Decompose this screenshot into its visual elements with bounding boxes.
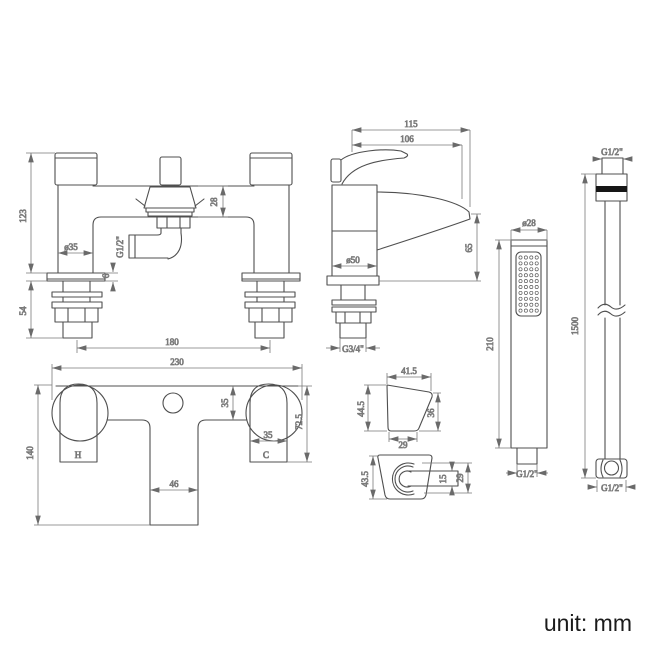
dim-spout-height: 65 (464, 243, 474, 253)
dim-spout-projection: 106 (400, 134, 414, 144)
mixer-plan-dims: 230 140 35 72.5 35 46 H C (25, 357, 312, 526)
dim-body-depth: 35 (220, 398, 230, 408)
dim-bracket-slot-height: 15 (438, 474, 448, 484)
bracket-side-dims: 41.5 44.5 36 29 (356, 366, 441, 450)
dim-base-thickness: 6 (101, 273, 111, 278)
dim-bracket-front-height: 44.5 (356, 401, 366, 417)
bracket-front-view (377, 454, 459, 500)
dim-body-height: 28 (209, 197, 219, 207)
shower-hose-dims: G1/2" 1500 G1/2" (570, 147, 636, 493)
unit-label: unit: mm (544, 610, 632, 636)
dim-shank-length: 54 (18, 306, 28, 316)
dim-pillar-diameter: ø35 (64, 242, 78, 252)
dim-handset-length: 210 (485, 337, 495, 351)
bath-mixer-front-view (46, 152, 301, 339)
dim-overall-height: 123 (18, 209, 28, 223)
hand-shower-view (510, 239, 548, 465)
dim-base-diameter: ø50 (346, 255, 360, 265)
bath-mixer-front-dims: 123 54 ø35 G1/2" 28 6 180 (18, 152, 271, 353)
dim-bracket-top-width: 41.5 (401, 366, 417, 376)
dim-hose-top-thread: G1/2" (601, 147, 623, 157)
shower-hose-view (595, 157, 628, 479)
hot-handle-label: H (75, 450, 82, 460)
dim-handle-width: 35 (264, 430, 274, 440)
dim-handset-thread: G1/2" (516, 469, 538, 479)
hand-shower-dims: ø28 210 G1/2" (485, 218, 548, 479)
tap-side-view (326, 149, 471, 339)
dim-overall-projection: 115 (404, 119, 418, 129)
dim-inlet-thread: G3/4" (342, 344, 364, 354)
dim-bracket-depth: 29 (455, 473, 465, 483)
bracket-side-view (386, 384, 433, 432)
dim-handle-drop: 72.5 (294, 414, 304, 430)
dim-hose-length: 1500 (570, 317, 580, 336)
dim-inlet-centres: 180 (165, 337, 179, 347)
tap-side-dims: 115 106 65 ø50 G3/4" (326, 119, 481, 354)
dim-hose-bottom-thread: G1/2" (601, 483, 623, 493)
dim-bracket-height: 43.5 (360, 471, 370, 487)
dim-spout-width: 46 (170, 479, 180, 489)
dim-shower-outlet-thread: G1/2" (115, 236, 125, 258)
pillar-assembly (46, 152, 106, 339)
cold-handle-label: C (263, 450, 269, 460)
handset-nozzles (518, 255, 539, 313)
dim-overall-depth: 140 (25, 446, 35, 460)
dim-overall-width: 230 (170, 357, 184, 367)
dim-head-diameter: ø28 (522, 218, 536, 228)
dim-bracket-back-height: 36 (426, 408, 436, 418)
dim-bracket-base-width: 29 (399, 440, 409, 450)
bracket-front-dims: 43.5 15 29 (360, 455, 472, 500)
